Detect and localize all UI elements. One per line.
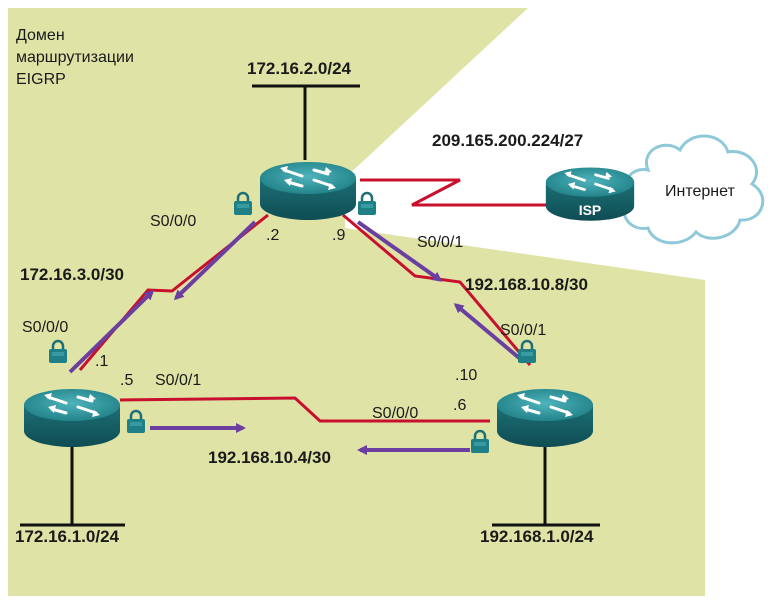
net-left-link: 172.16.3.0/30 [20,265,124,284]
iface-r1-s001: S0/0/1 [155,372,201,389]
host-r2-left: .2 [266,227,279,244]
domain-title-line-1: Домен [16,27,65,44]
host-r2-right: .9 [332,227,345,244]
update-arrows [68,220,526,455]
host-r1-right: .5 [120,372,133,389]
net-isp-link: 209.165.200.224/27 [432,131,583,150]
arrow-r3-to-r2 [453,303,526,364]
domain-title-line-2: маршрутизации [16,49,134,66]
isp-label: ISP [579,202,602,218]
link-r1-r3 [119,396,490,423]
router-r1-icon [22,387,122,449]
net-bottom-link: 192.168.10.4/30 [208,448,331,467]
lan-lines [20,84,600,527]
arrow-r2-to-r3 [356,220,443,282]
net-top-lan: 172.16.2.0/24 [247,59,352,78]
cloud-icon [622,134,765,245]
net-left-lan: 172.16.1.0/24 [15,527,120,546]
router-r2-icon [258,160,358,222]
eigrp-domain-area [8,8,705,596]
iface-r2-s001: S0/0/1 [417,234,463,251]
iface-r2-s000: S0/0/0 [150,213,196,230]
net-right-lan: 192.168.1.0/24 [480,527,594,546]
iface-r1-s000: S0/0/0 [22,319,68,336]
net-right-link: 192.168.10.8/30 [465,275,588,294]
iface-r3-s001: S0/0/1 [500,322,546,339]
iface-r3-s000: S0/0/0 [372,405,418,422]
host-r1-top: .1 [95,353,108,370]
internet-label: Интернет [665,183,735,200]
host-r3-left: .6 [453,397,466,414]
arrow-r2-to-r1 [173,220,257,301]
arrow-r1-to-r2 [68,289,155,374]
host-r3-top: .10 [455,367,477,384]
domain-title-line-3: EIGRP [16,71,66,88]
link-r2-isp [360,178,548,207]
lock-icon [356,191,378,217]
router-r3-icon [495,387,595,449]
